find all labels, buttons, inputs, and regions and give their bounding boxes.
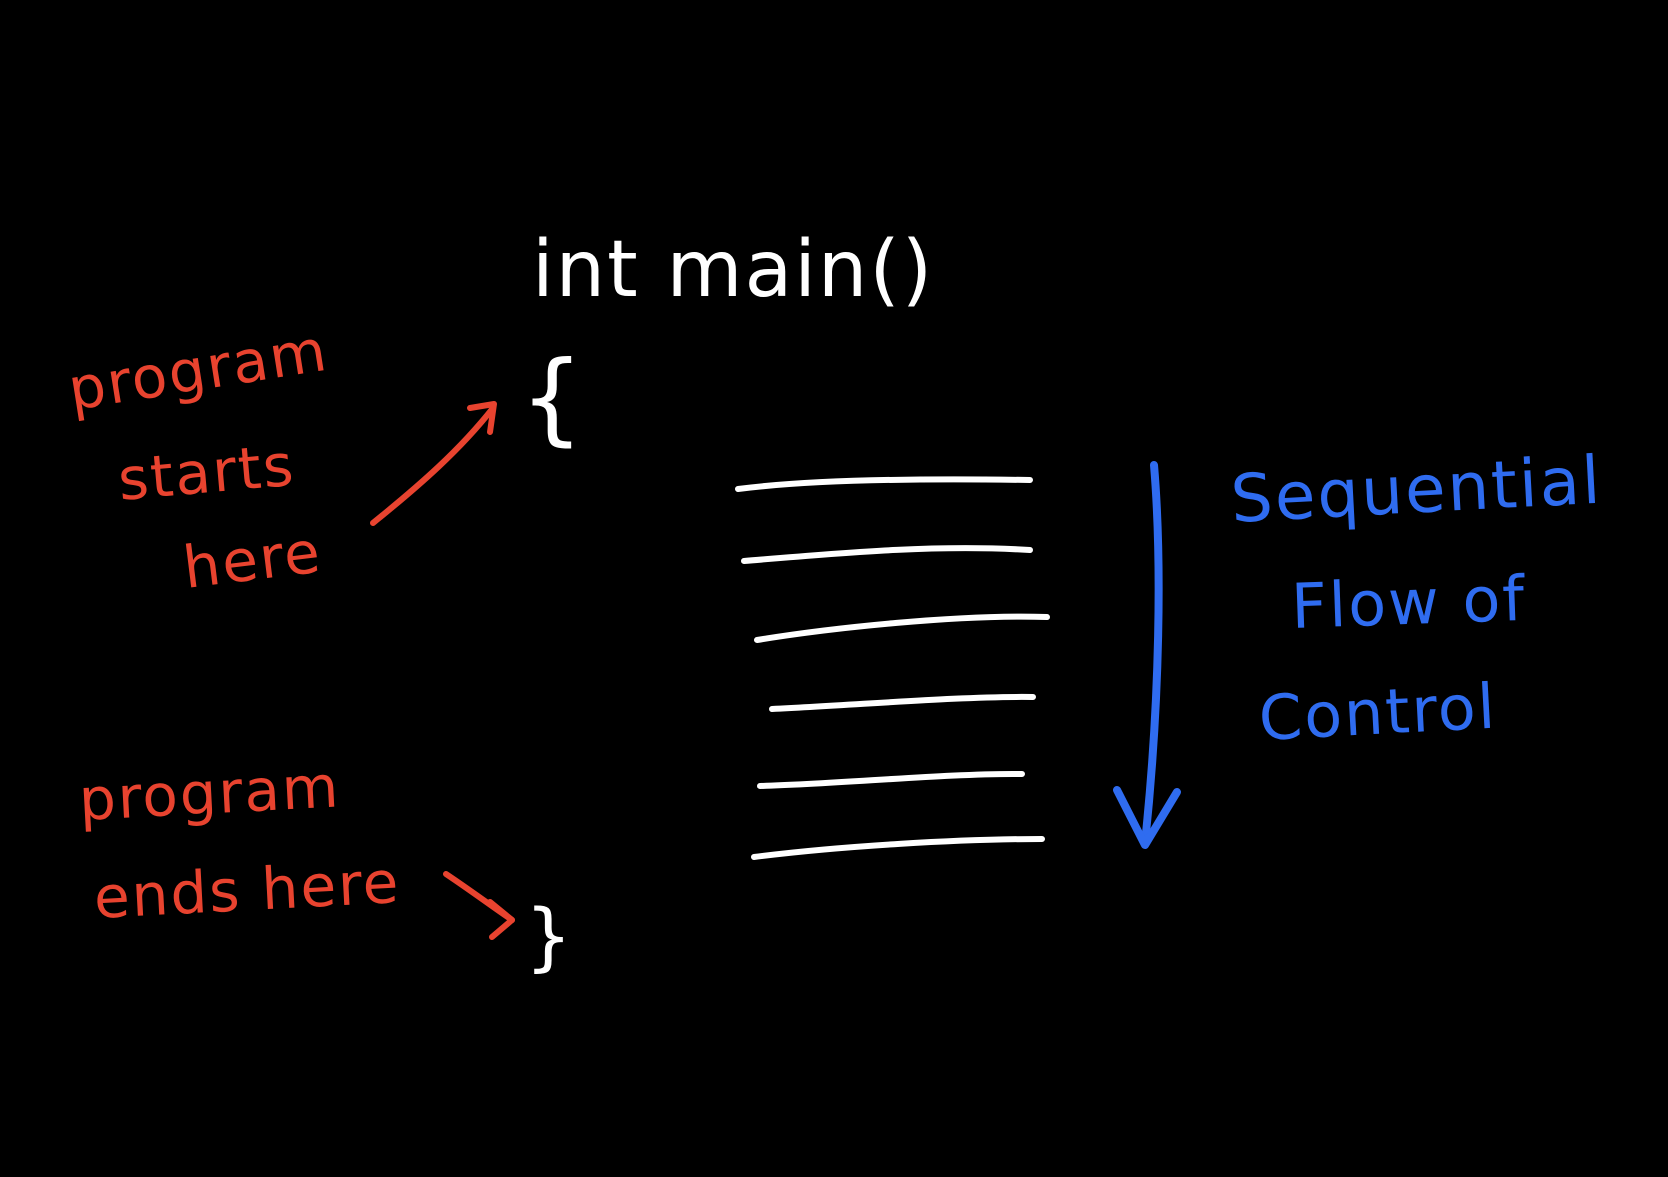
start-note-line-3: here	[179, 517, 325, 601]
flow-note-line-3: Control	[1257, 670, 1499, 755]
end-note-line-2: ends here	[92, 848, 402, 932]
close-brace: }	[525, 894, 574, 980]
statement-line	[735, 476, 1033, 492]
statement-line	[741, 545, 1033, 564]
flow-arrow-shaft	[1141, 461, 1163, 847]
statement-line	[751, 836, 1045, 860]
flow-arrow	[1113, 461, 1181, 849]
start-arrow-shaft	[370, 405, 496, 526]
end-note-line-1: program	[77, 752, 342, 834]
statement-line	[757, 770, 1025, 789]
function-signature: int main()	[532, 225, 934, 315]
start-arrow	[370, 401, 497, 526]
end-arrow	[443, 871, 515, 940]
statement-lines	[735, 476, 1050, 860]
statement-line	[754, 613, 1050, 643]
statement-line	[769, 693, 1036, 712]
end-annotation: program ends here	[77, 752, 402, 932]
open-brace: {	[520, 339, 586, 456]
end-arrow-head	[487, 899, 515, 940]
flow-annotation: Sequential Flow of Control	[1229, 442, 1604, 755]
flow-note-line-2: Flow of	[1290, 562, 1528, 643]
start-arrow-head	[467, 401, 497, 435]
flow-arrow-head	[1113, 786, 1181, 849]
start-note-line-2: starts	[115, 431, 298, 514]
